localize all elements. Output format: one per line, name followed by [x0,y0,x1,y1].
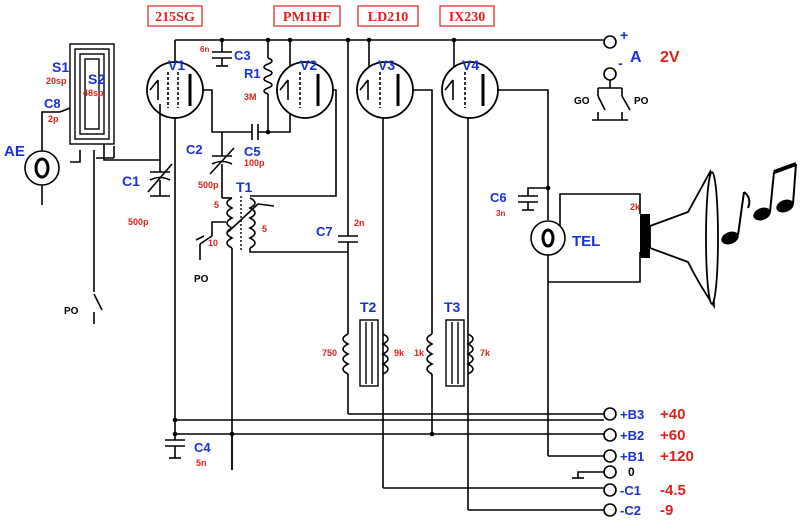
svg-text:215SG: 215SG [155,10,195,25]
svg-text:-C1: -C1 [620,483,641,498]
capacitor-c6 [518,185,551,211]
r1-label: R1 [244,66,261,81]
t1-tap-c: 5 [262,224,267,234]
c7-value: 2n [354,218,365,228]
tube-v4 [441,61,604,511]
svg-text:+B1: +B1 [620,449,644,464]
s2-value: 48sp [83,88,104,98]
c4-label: C4 [194,440,211,455]
ae-label: AE [4,143,25,160]
svg-text:LD210: LD210 [368,10,408,25]
svg-text:+B3: +B3 [620,407,644,422]
tel-jack [530,193,641,456]
svg-text:-4.5: -4.5 [660,482,686,499]
svg-text:-9: -9 [660,502,673,519]
v2-label: V2 [300,57,317,73]
transformer-t2 [342,319,604,415]
v3-label: V3 [378,57,395,73]
go-po-switch: GO PO [574,80,649,121]
t2-secondary: 9k [394,348,405,358]
svg-text:PO: PO [64,306,79,317]
tube-type-label-v2: PM1HF [273,5,341,27]
capacitor-c1 [147,118,173,197]
svg-text:+120: +120 [660,448,694,465]
c8-value: 2p [48,114,59,124]
tube-type-label-v3: LD210 [357,5,419,27]
transformer-t3 [426,319,474,437]
c1-value: 500p [128,217,149,227]
svg-text:PO: PO [194,274,209,285]
tube-type-label-v4: IX230 [439,5,495,27]
c3-label: C3 [234,48,251,63]
rail-b3: +B3 +40 [603,406,685,423]
svg-text:+: + [620,27,628,43]
svg-text:-: - [618,55,623,71]
capacitor-c2 [209,132,235,198]
c2-label: C2 [186,142,203,157]
tube-v2 [250,61,337,197]
capacitor-c7 [338,215,358,334]
rail-b1: +B1 +120 [603,448,694,465]
po-switch-t1: PO [194,235,213,285]
s2-label: S2 [88,71,105,87]
c8-label: C8 [44,96,61,111]
rail-zero: 0 [603,465,635,479]
a-minus-terminal: - [603,55,623,81]
rail-c1: -C1 -4.5 [603,482,686,499]
c1-label: C1 [122,173,140,189]
svg-text:PM1HF: PM1HF [283,10,331,25]
capacitor-c3 [212,40,232,67]
c3-value: 6n [200,45,209,54]
svg-text:+40: +40 [660,406,685,423]
tel-value: 2k [630,202,641,212]
s1-value: 20sp [46,76,67,86]
po-switch-lower: PO [64,282,103,324]
c5-label: C5 [244,144,261,159]
t3-label: T3 [444,299,461,315]
t1-tap-b: 10 [208,238,218,248]
v4-label: V4 [462,57,479,73]
svg-text:+B2: +B2 [620,428,644,443]
c7-label: C7 [316,224,333,239]
svg-text:PO: PO [634,96,649,107]
svg-text:-C2: -C2 [620,503,641,518]
c2-value: 500p [198,180,219,190]
c4-value: 5n [196,458,207,468]
t2-primary: 750 [322,348,337,358]
loudspeaker-icon [640,168,719,309]
a-voltage: 2V [660,49,680,66]
music-notes-icon [721,162,797,245]
t1-tap-a: 5 [214,200,219,210]
t1-label: T1 [236,179,253,195]
c6-label: C6 [490,190,507,205]
tube-v1 [146,61,222,420]
svg-text:0: 0 [628,465,635,479]
rail-b2: +B2 +60 [603,427,685,444]
rail-c2: -C2 -9 [603,502,673,519]
t2-label: T2 [360,299,377,315]
svg-text:GO: GO [574,96,590,107]
capacitor-c4 [165,420,185,459]
c6-value: 3n [496,209,505,218]
c5-value: 100p [244,158,265,168]
s1-label: S1 [52,59,69,75]
r1-value: 3M [244,92,257,102]
capacitor-c5 [222,108,291,140]
resistor-r1 [263,57,273,132]
capacitor-c8 [41,107,71,140]
svg-text:IX230: IX230 [449,10,486,25]
a-plus-terminal: + [603,27,628,49]
a-label: A [630,49,642,66]
v1-label: V1 [168,57,185,73]
supply-rail-wires [172,417,604,479]
tube-v3 [356,61,604,489]
aerial-socket [24,140,60,205]
t3-primary: 1k [414,348,425,358]
tube-type-label-v1: 215SG [147,5,203,27]
loop-coil [69,43,160,282]
tel-label: TEL [572,233,600,250]
t3-secondary: 7k [480,348,491,358]
svg-text:+60: +60 [660,427,685,444]
